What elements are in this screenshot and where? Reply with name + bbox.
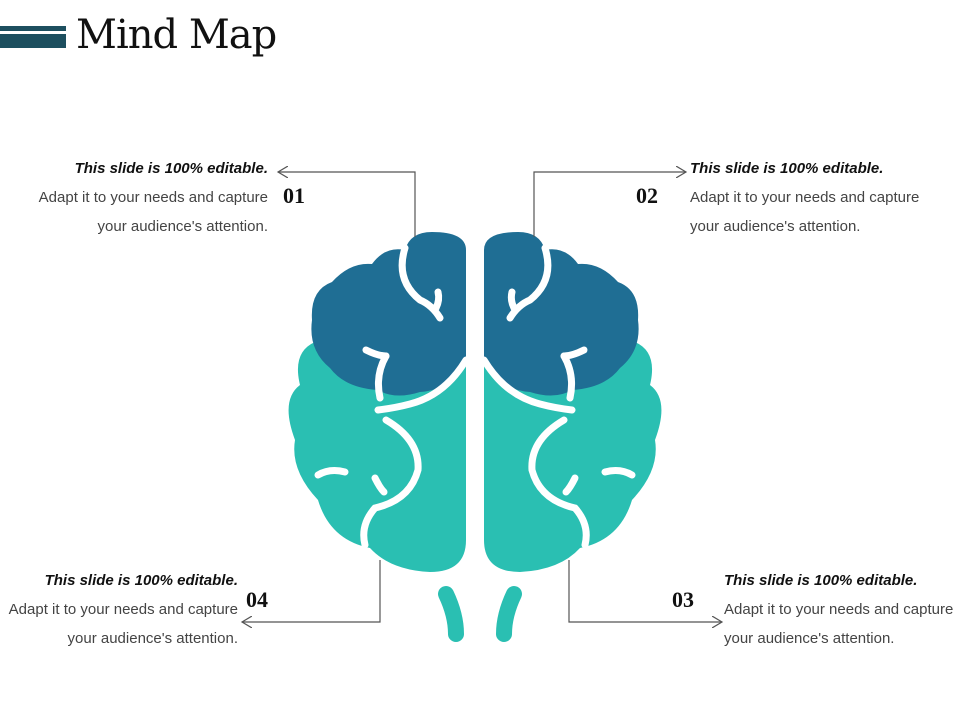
title-accent-bar xyxy=(0,26,66,48)
brain-right-bottom-lobes xyxy=(484,334,662,572)
page-title: Mind Map xyxy=(76,12,277,58)
item-01-body: Adapt it to your needs and capture your … xyxy=(38,189,268,235)
connector-02 xyxy=(533,172,686,237)
brain-stem-right xyxy=(496,586,522,642)
item-01-heading: This slide is 100% editable. xyxy=(74,160,268,177)
brain-left-top-lobes xyxy=(311,232,466,396)
brain-left-bottom-lobes xyxy=(288,334,466,572)
item-04-body: Adapt it to your needs and capture your … xyxy=(8,601,238,647)
connector-04 xyxy=(242,560,381,622)
brain-left-folds xyxy=(314,244,470,549)
item-01-number: 01 xyxy=(283,183,305,208)
item-04-number: 04 xyxy=(246,587,268,612)
brain-right-top-lobes xyxy=(484,232,639,396)
connector-01 xyxy=(278,172,416,237)
item-03-number: 03 xyxy=(672,587,694,612)
item-03-heading: This slide is 100% editable. xyxy=(724,572,918,589)
item-02-text: This slide is 100% editable. Adapt it to… xyxy=(690,154,920,241)
item-03-text: This slide is 100% editable. Adapt it to… xyxy=(724,566,954,653)
item-04-heading: This slide is 100% editable. xyxy=(44,572,238,589)
item-02-heading: This slide is 100% editable. xyxy=(690,160,884,177)
item-01-text: This slide is 100% editable. Adapt it to… xyxy=(28,154,268,241)
brain-left-hemisphere xyxy=(288,232,470,572)
item-04-text: This slide is 100% editable. Adapt it to… xyxy=(0,566,238,653)
brain-icon xyxy=(288,232,662,642)
item-02-number: 02 xyxy=(636,183,658,208)
brain-stem-left xyxy=(438,586,464,642)
connector-03 xyxy=(568,560,722,622)
brain-right-hemisphere xyxy=(480,232,662,572)
item-03-body: Adapt it to your needs and capture your … xyxy=(724,601,954,647)
item-02-body: Adapt it to your needs and capture your … xyxy=(690,189,920,235)
brain-right-folds xyxy=(480,244,636,549)
